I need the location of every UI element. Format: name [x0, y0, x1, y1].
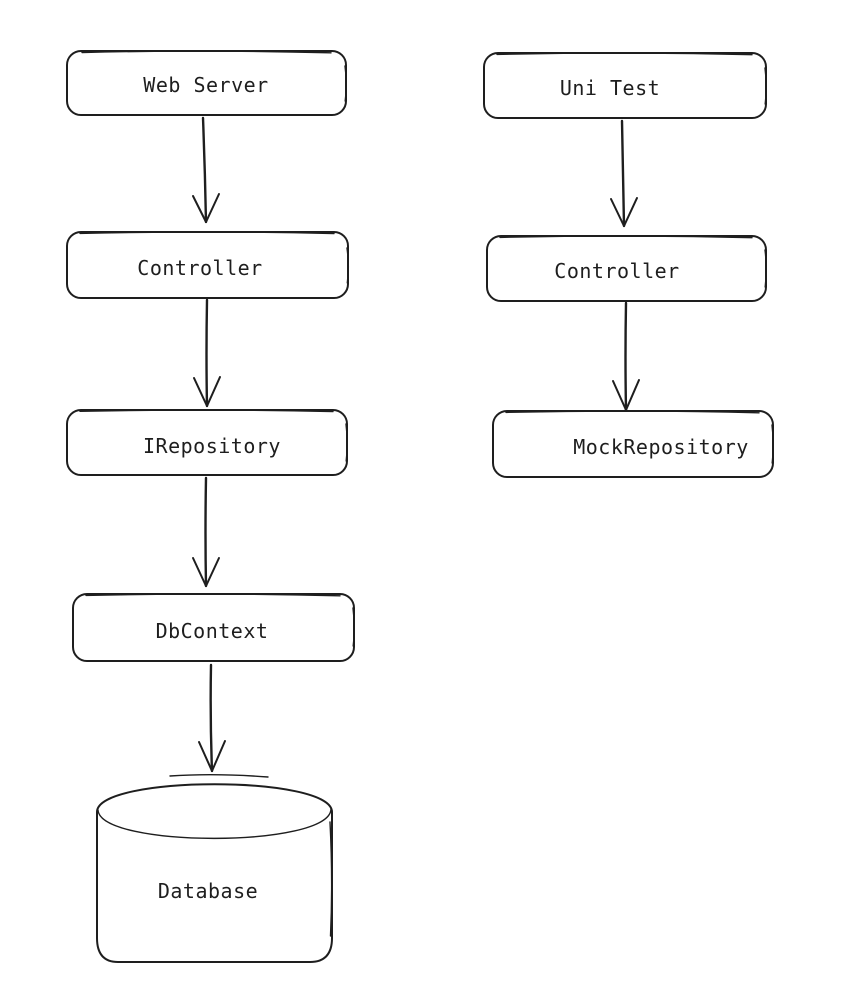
node-web-server[interactable]: Web Server	[66, 50, 347, 116]
node-controller-right[interactable]: Controller	[486, 235, 767, 302]
arrow-irepository-to-dbcontext	[192, 476, 220, 588]
node-uni-test[interactable]: Uni Test	[483, 52, 767, 119]
node-label: IRepository	[143, 434, 281, 458]
node-dbcontext[interactable]: DbContext	[72, 593, 355, 662]
node-label: DbContext	[156, 619, 269, 643]
node-irepository[interactable]: IRepository	[66, 409, 348, 476]
arrow-uni-test-to-controller	[610, 119, 638, 228]
node-label: Controller	[137, 256, 262, 280]
node-label: MockRepository	[573, 435, 749, 459]
node-label: Uni Test	[560, 76, 660, 100]
node-label: Web Server	[143, 73, 268, 97]
arrow-dbcontext-to-database	[198, 663, 226, 773]
node-mock-repository[interactable]: MockRepository	[492, 410, 774, 478]
arrow-controller-to-mock-repository	[612, 301, 640, 412]
node-database[interactable]: Database	[96, 774, 333, 963]
node-controller-left[interactable]: Controller	[66, 231, 350, 299]
node-label: Controller	[554, 259, 679, 283]
node-label: Database	[158, 879, 258, 903]
arrow-web-server-to-controller	[192, 116, 220, 224]
arrow-controller-to-irepository	[193, 298, 221, 408]
